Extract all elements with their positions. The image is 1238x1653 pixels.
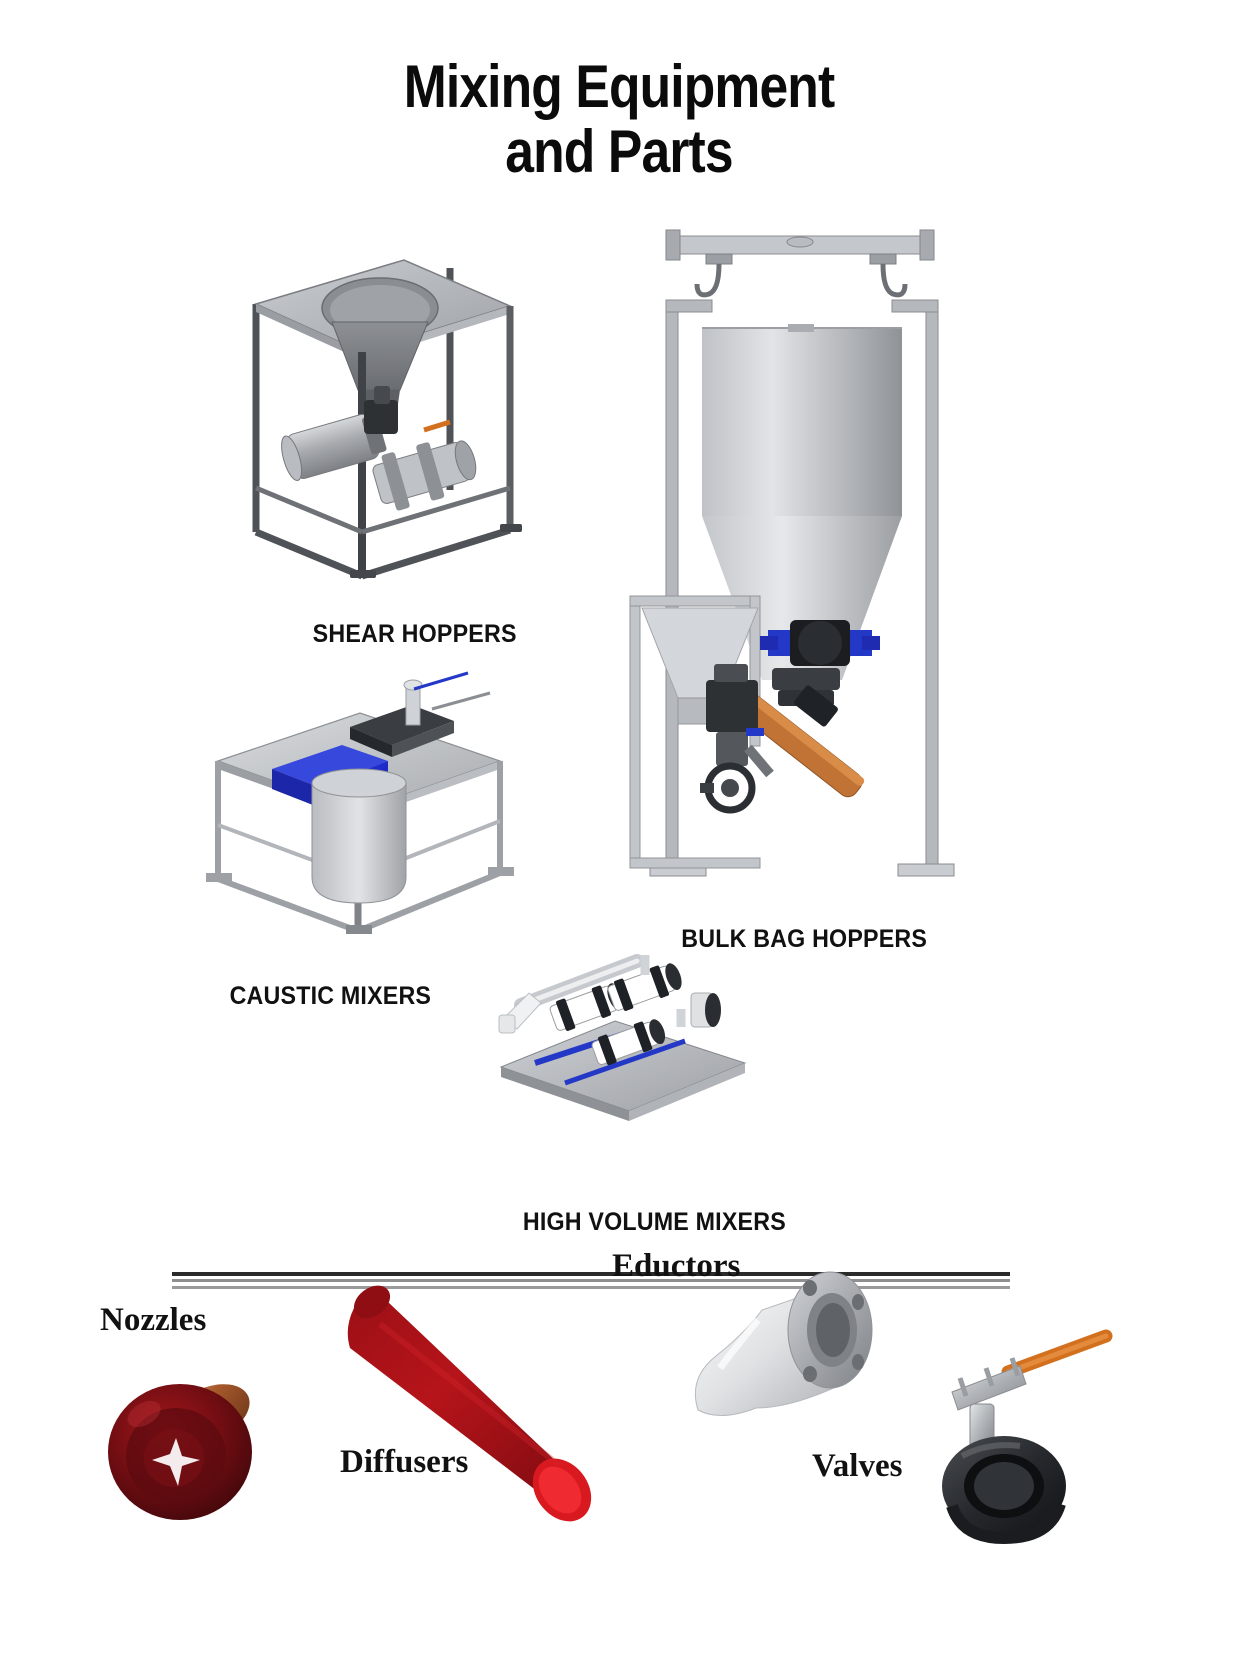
section-divider <box>172 1272 1010 1292</box>
divider-line-3 <box>172 1286 1010 1289</box>
divider-line-2 <box>172 1279 1010 1282</box>
caustic-mixers-label: CAUSTIC MIXERS <box>229 982 432 1010</box>
bulk-bag-hopper-illustration <box>620 228 980 878</box>
caustic-mixer-illustration <box>200 665 530 935</box>
bulk-bag-hoppers-label: BULK BAG HOPPERS <box>681 925 928 953</box>
diffuser-illustration <box>310 1262 630 1522</box>
page-title-line2: and Parts <box>505 117 733 185</box>
diffusers-label: Diffusers <box>340 1444 469 1480</box>
page-title: Mixing Equipment and Parts <box>87 53 1152 185</box>
divider-line-1 <box>172 1272 1010 1276</box>
high-volume-mixers-label: HIGH VOLUME MIXERS <box>522 1208 786 1236</box>
nozzles-label: Nozzles <box>100 1302 207 1338</box>
shear-hoppers-label: SHEAR HOPPERS <box>312 620 517 648</box>
eductors-label: Eductors <box>612 1248 741 1284</box>
shear-hopper-illustration <box>228 240 528 600</box>
page-title-line1: Mixing Equipment <box>403 53 835 120</box>
eductor-illustration <box>680 1258 880 1428</box>
high-volume-mixer-illustration <box>495 935 755 1125</box>
nozzle-illustration <box>104 1360 284 1550</box>
valves-label: Valves <box>812 1448 903 1484</box>
valve-illustration <box>900 1300 1150 1545</box>
